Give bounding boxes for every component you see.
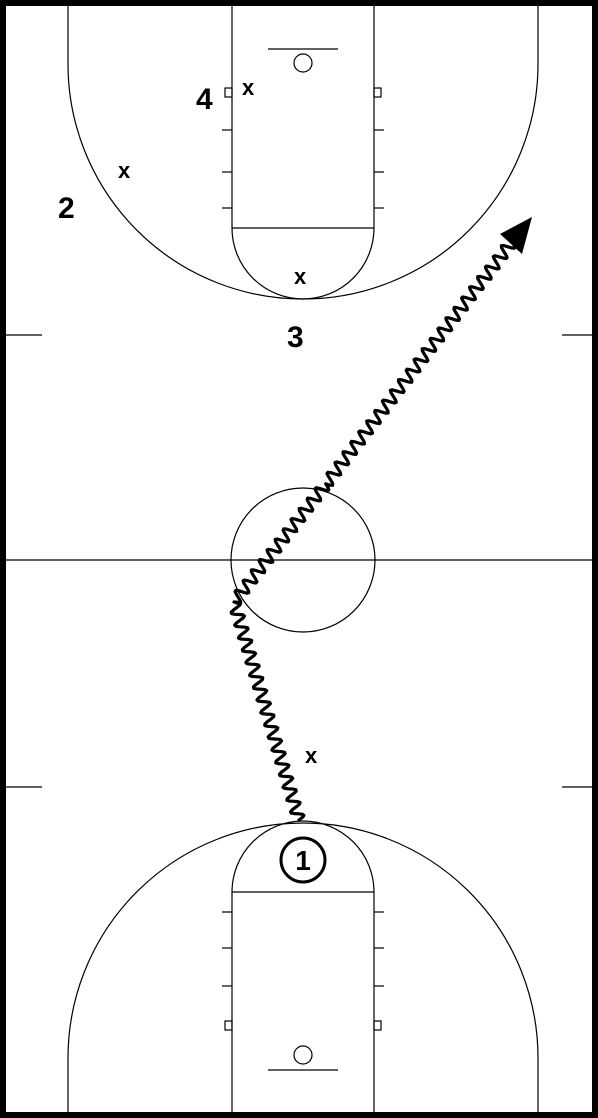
top-free-throw-circle xyxy=(231,227,375,300)
bottom-lane xyxy=(231,891,375,1112)
top-hoop xyxy=(293,53,313,73)
top-three-point-line xyxy=(67,6,539,300)
defender-x-backcourt: x xyxy=(305,743,318,768)
top-lane xyxy=(231,6,375,229)
bottom-three-point-line xyxy=(67,822,539,1112)
top-half-court xyxy=(67,6,539,300)
defender-x-foul-line: x xyxy=(294,264,307,289)
bottom-lane-marks xyxy=(222,911,384,1031)
top-lane-marks xyxy=(222,87,384,209)
bottom-half-court xyxy=(67,820,539,1112)
player-1-label: 1 xyxy=(295,845,311,876)
dribble-arrowhead xyxy=(500,217,532,254)
dribble-path xyxy=(229,233,525,822)
player-4-label: 4 xyxy=(196,83,213,116)
center-circle xyxy=(230,487,376,633)
bottom-hoop xyxy=(293,1045,313,1065)
defender-x-wing: x xyxy=(118,158,131,183)
defender-x-low: x xyxy=(242,75,255,100)
player-1-circle xyxy=(279,836,327,884)
player-2-label: 2 xyxy=(58,192,75,225)
bottom-free-throw-circle xyxy=(231,820,375,893)
player-3-label: 3 xyxy=(287,321,304,354)
